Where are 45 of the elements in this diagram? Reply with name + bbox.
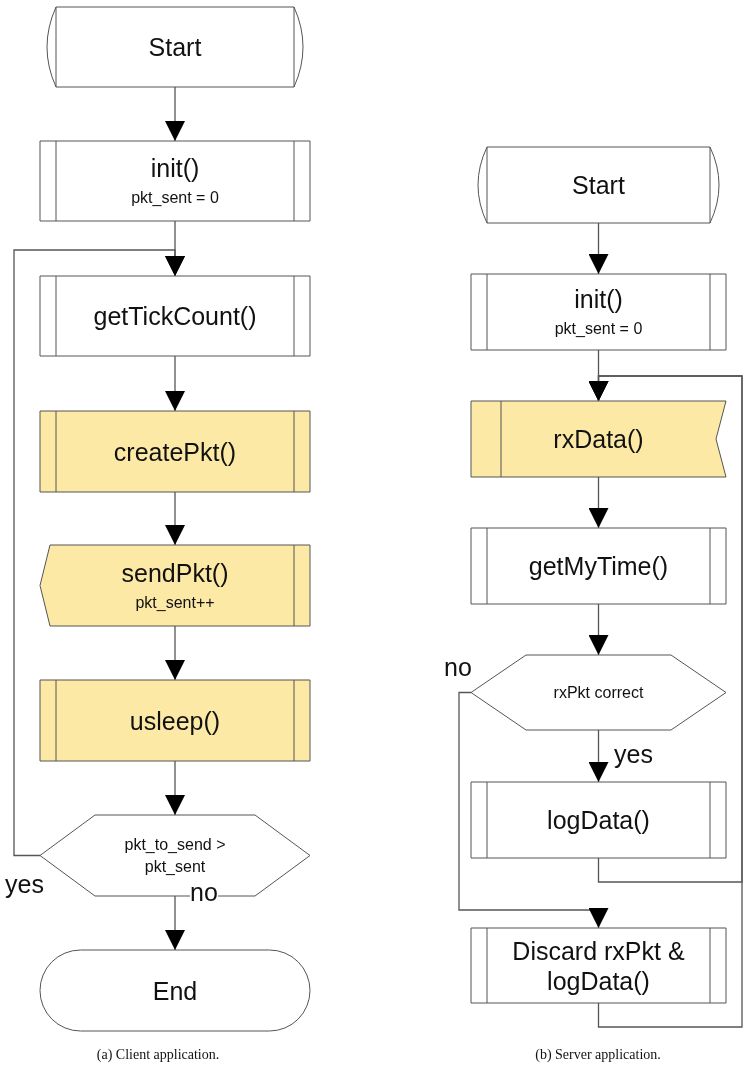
process-box: [40, 141, 310, 221]
node-label: rxPkt correct: [553, 682, 644, 703]
node-label: usleep(): [129, 705, 221, 736]
node-label: Start: [572, 170, 625, 200]
receive-shape: [471, 401, 726, 477]
arrow: [588, 375, 743, 1028]
node-label: getMyTime(): [528, 551, 669, 581]
arrow: [588, 222, 609, 275]
node-note: pkt_sent = 0: [554, 319, 643, 339]
node-label: getTickCount(): [93, 301, 257, 331]
arrow: [165, 355, 185, 412]
node-label: logData(): [547, 805, 650, 835]
arrow: [458, 691, 609, 929]
node-note: pkt_sent = 0: [131, 188, 219, 208]
node-label: init(): [574, 284, 623, 314]
node-label: createPkt(): [113, 436, 237, 467]
arrow: [165, 760, 185, 816]
arrow: [13, 249, 185, 857]
process-box: [40, 680, 310, 761]
terminal-shape: [40, 950, 310, 1031]
node-label: init(): [150, 153, 200, 183]
process-box: [40, 276, 310, 356]
node-label: Start: [148, 32, 202, 62]
node-label: sendPkt(): [121, 557, 229, 588]
process-box: [40, 411, 310, 492]
arrow: [165, 895, 185, 951]
node-label: rxData(): [553, 424, 644, 454]
caption: (b) Server application.: [535, 1047, 661, 1063]
send-shape: [40, 545, 310, 626]
process-box: [471, 928, 726, 1003]
arrow: [165, 86, 185, 142]
node-label: End: [152, 975, 198, 1006]
node-note: pkt_sent++: [135, 592, 215, 613]
process-box: [471, 274, 726, 350]
node-label: pkt_to_send > pkt_sent: [123, 834, 227, 877]
node-label: Discard rxPkt & logData(): [511, 935, 686, 996]
arrow: [165, 491, 185, 546]
process-box: [471, 782, 726, 858]
arrow: [588, 729, 609, 783]
caption: (a) Client application.: [96, 1047, 220, 1063]
process-box: [471, 528, 726, 604]
arrow: [588, 603, 609, 656]
arrow: [588, 476, 609, 529]
arrow: [165, 625, 185, 681]
decision-hexagon: [471, 655, 726, 730]
